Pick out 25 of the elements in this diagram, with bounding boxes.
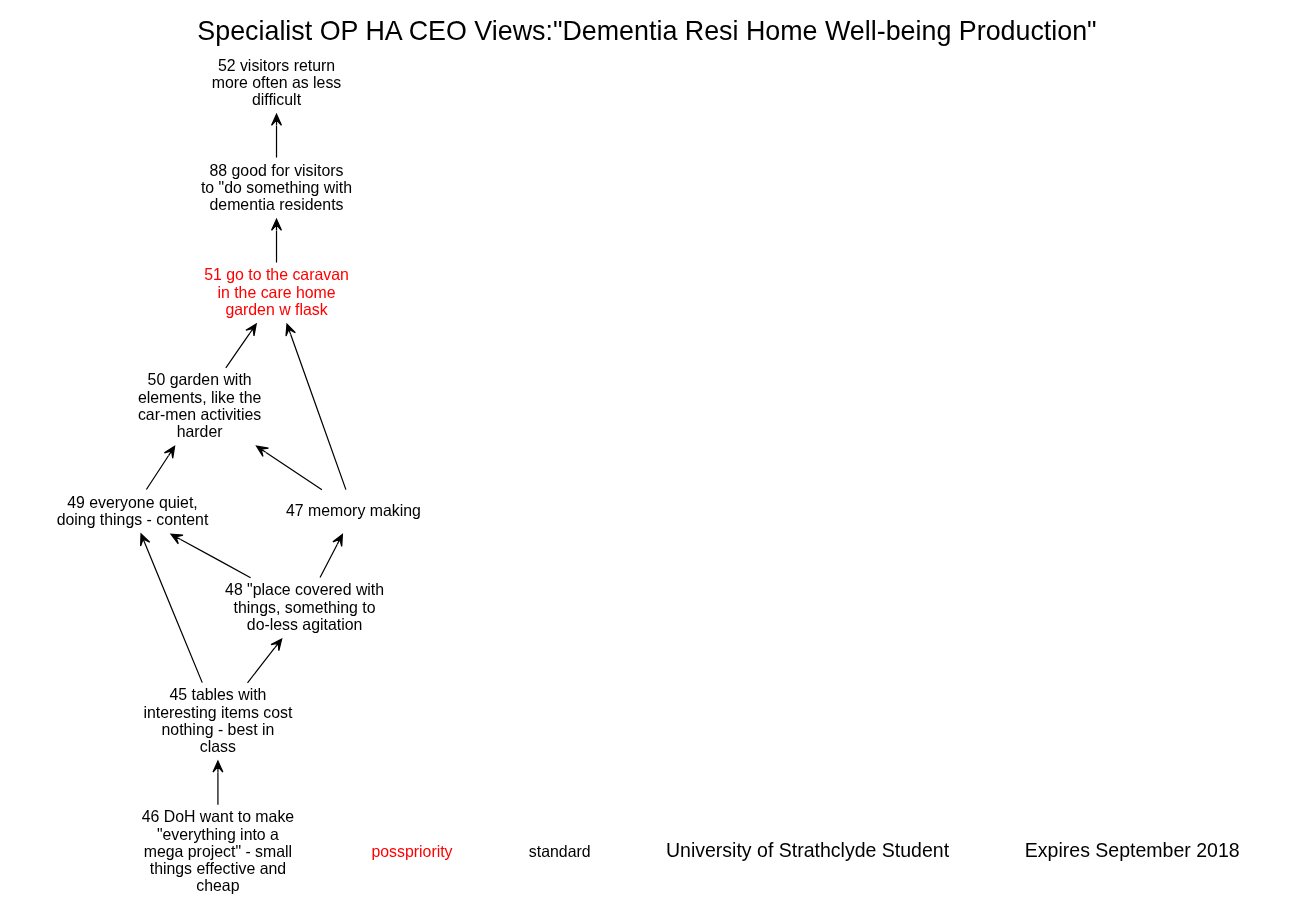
node-text: 52 visitors return more often as less difficult <box>211 56 342 108</box>
arrow <box>212 760 224 805</box>
node-text: 50 garden with elements, like the car-men activities harder <box>137 370 262 440</box>
legend-label: posspriority <box>371 842 453 860</box>
legend-label: standard <box>528 842 591 860</box>
arrow <box>255 445 323 490</box>
arrow <box>285 322 347 490</box>
arrow <box>145 445 176 490</box>
arrow <box>140 532 203 683</box>
node-text: 47 memory making <box>285 501 421 519</box>
label: Expires September 2018 <box>1024 838 1240 861</box>
node-text: 48 "place covered with things, something to do-less agitation <box>225 580 385 633</box>
arrow <box>270 113 283 158</box>
arrow <box>270 218 283 263</box>
node-text: 49 everyone quiet, doing things - content <box>56 493 209 528</box>
arrow <box>225 322 257 368</box>
node-text: 51 go to the caravan in the care home garden w flask <box>204 265 349 318</box>
node-text: 46 DoH want to make "everything into a mega project" - small things effective and cheap <box>141 807 295 894</box>
node-text: 88 good for visitors to "do something with dementia residents <box>200 161 353 213</box>
diagram-title: Specialist OP HA CEO Views:"Dementia Resi Home Well-being Production" <box>197 15 1097 46</box>
arrow <box>319 533 343 578</box>
label: University of Strathclyde Student <box>665 838 950 861</box>
arrow <box>170 533 252 578</box>
arrow <box>246 637 283 683</box>
node-text: 45 tables with interesting items cost nothing - best in class <box>143 685 293 755</box>
